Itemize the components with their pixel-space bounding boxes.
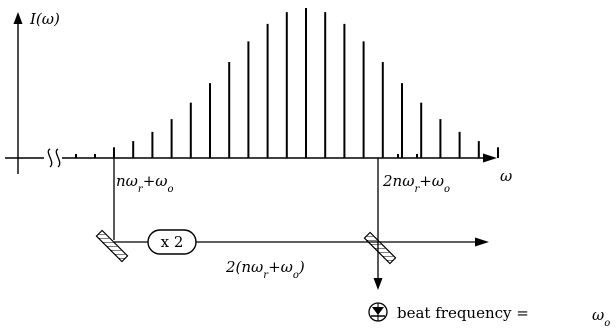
doubled-beam-arrowhead [475,237,489,247]
detector-arrowhead [373,278,383,290]
left-beam-splitter [95,229,129,263]
photodiode-icon [368,302,388,322]
y-axis-arrowhead [13,12,23,24]
right-tooth-label: 2nωr+ωo [382,172,450,195]
comb-low-teeth [75,154,418,158]
comb-teeth [113,8,499,158]
beat-frequency-value: ωo [592,306,610,329]
left-tooth-label: nωr+ωo [116,172,174,195]
x-axis-label: ω [500,167,512,185]
right-beam-splitter [363,231,397,265]
frequency-doubler-box [147,229,197,255]
x-axis-arrowhead [483,153,497,163]
beat-frequency-label: beat frequency = [397,304,529,322]
doubled-frequency-label: 2(nωr+ωo) [225,258,305,281]
y-axis-label: I(ω) [29,10,60,28]
axis-break-mark [47,148,61,168]
frequency-doubler-label: x 2 [161,233,184,251]
beat-frequency-prefix: beat frequency = [397,304,529,322]
